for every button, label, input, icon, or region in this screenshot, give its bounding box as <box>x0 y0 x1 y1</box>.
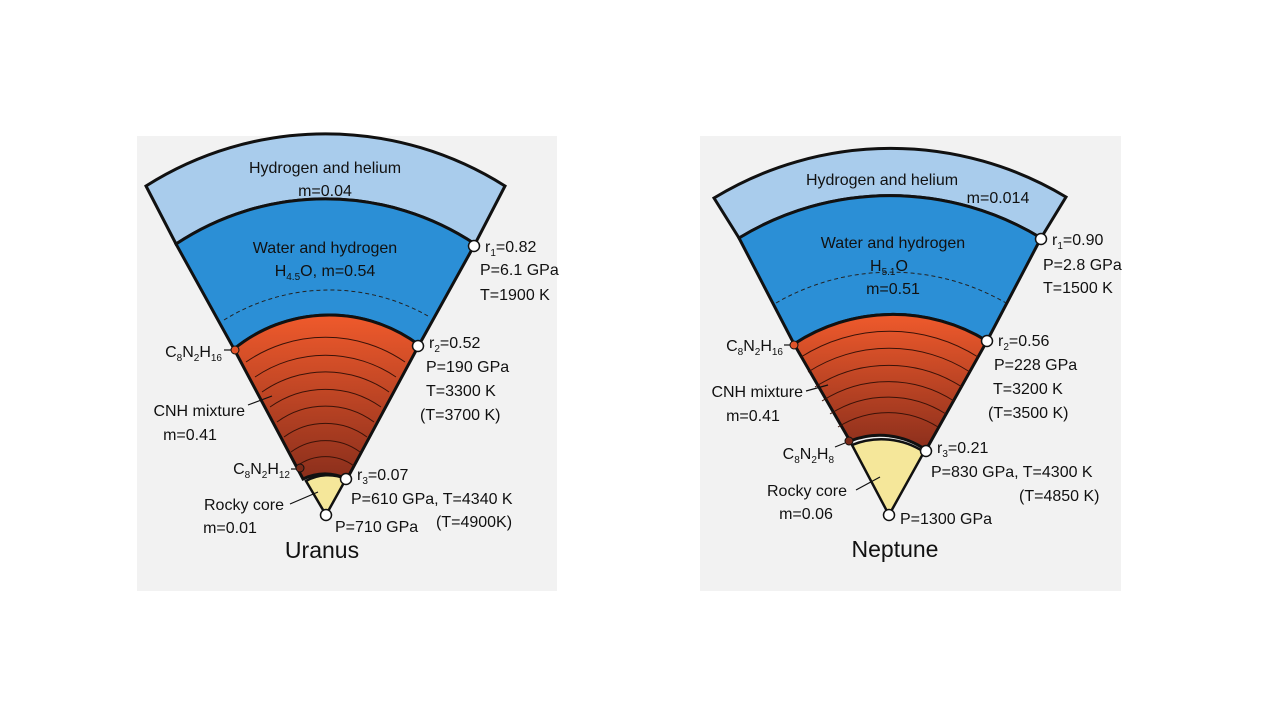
core-leader <box>855 476 881 491</box>
core-layer-name: Rocky core <box>204 497 284 514</box>
r1-label: r1=0.90 <box>1052 232 1103 252</box>
hh-layer-mass: m=0.04 <box>298 183 352 200</box>
r2-label: r2=0.52 <box>429 335 480 355</box>
r3-temperature-alt: (T=4900K) <box>436 514 512 531</box>
r2-label: r2=0.56 <box>998 333 1049 353</box>
water-layer-formula: H4.5O, m=0.54 <box>275 263 376 283</box>
r2-pressure: P=228 GPa <box>994 357 1077 374</box>
lower-compound-label: C8N2H8 <box>783 446 835 466</box>
r2-temperature-alt: (T=3700 K) <box>420 407 500 424</box>
center-pressure: P=710 GPa <box>335 519 418 536</box>
hh-layer-mass: m=0.014 <box>967 190 1030 207</box>
upper-compound-marker <box>230 345 240 355</box>
lower-compound-leader <box>834 442 846 448</box>
upper-compound-label: C8N2H16 <box>165 344 222 364</box>
center-marker <box>319 508 333 522</box>
cnh-leader <box>247 395 273 406</box>
water-sublayer-boundary <box>775 271 1007 304</box>
r3-marker <box>339 472 353 486</box>
r3-label: r3=0.21 <box>937 440 988 460</box>
water-layer-name: Water and hydrogen <box>821 235 965 252</box>
cnh-layer-mass: m=0.41 <box>726 408 780 425</box>
r1-pressure: P=2.8 GPa <box>1043 257 1122 274</box>
r1-marker <box>1034 232 1048 246</box>
lower-compound-marker <box>844 436 854 446</box>
neptune-panel: Hydrogen and helium m=0.014 Water and hy… <box>700 136 1122 591</box>
r2-temperature: T=3200 K <box>993 381 1063 398</box>
hh-layer-name: Hydrogen and helium <box>249 160 401 177</box>
r1-marker <box>467 239 481 253</box>
center-marker <box>882 508 896 522</box>
r1-label: r1=0.82 <box>485 239 536 259</box>
r3-temperature-alt: (T=4850 K) <box>1019 488 1099 505</box>
r3-pressure-temperature: P=610 GPa, T=4340 K <box>351 491 513 508</box>
water-layer-name: Water and hydrogen <box>253 240 397 257</box>
cnh-leader <box>805 384 829 392</box>
core-layer-mass: m=0.01 <box>203 520 257 537</box>
upper-compound-marker <box>789 340 799 350</box>
hh-layer-name: Hydrogen and helium <box>806 172 958 189</box>
r2-pressure: P=190 GPa <box>426 359 509 376</box>
core-layer-mass: m=0.06 <box>779 506 833 523</box>
lower-compound-marker <box>295 463 305 473</box>
cnh-layer-lines <box>800 330 979 428</box>
water-layer-mass: m=0.51 <box>866 281 920 298</box>
planet-name: Neptune <box>852 536 939 562</box>
r2-marker <box>411 339 425 353</box>
r3-label: r3=0.07 <box>357 467 408 487</box>
r2-temperature: T=3300 K <box>426 383 496 400</box>
cnh-layer-name: CNH mixture <box>711 384 803 401</box>
r2-marker <box>980 334 994 348</box>
r1-temperature: T=1900 K <box>480 287 550 304</box>
upper-compound-label: C8N2H16 <box>726 338 783 358</box>
core-leader <box>289 491 319 505</box>
core-layer-name: Rocky core <box>767 483 847 500</box>
planet-name: Uranus <box>285 537 359 563</box>
cnh-layer-name: CNH mixture <box>153 403 245 420</box>
r1-pressure: P=6.1 GPa <box>480 262 559 279</box>
r2-temperature-alt: (T=3500 K) <box>988 405 1068 422</box>
water-layer-formula: H5.1O <box>870 258 908 278</box>
lower-compound-label: C8N2H12 <box>233 461 290 481</box>
uranus-panel: Hydrogen and helium m=0.04 Water and hyd… <box>137 132 559 591</box>
cnh-mixture-layer <box>791 312 990 453</box>
cnh-layer-mass: m=0.41 <box>163 427 217 444</box>
cnh-layer-lines <box>245 336 406 467</box>
center-pressure: P=1300 GPa <box>900 511 992 528</box>
r3-marker <box>919 444 933 458</box>
r3-pressure-temperature: P=830 GPa, T=4300 K <box>931 464 1093 481</box>
cnh-mixture-layer <box>232 313 421 481</box>
water-sublayer-boundary <box>223 289 429 321</box>
r1-temperature: T=1500 K <box>1043 280 1113 297</box>
